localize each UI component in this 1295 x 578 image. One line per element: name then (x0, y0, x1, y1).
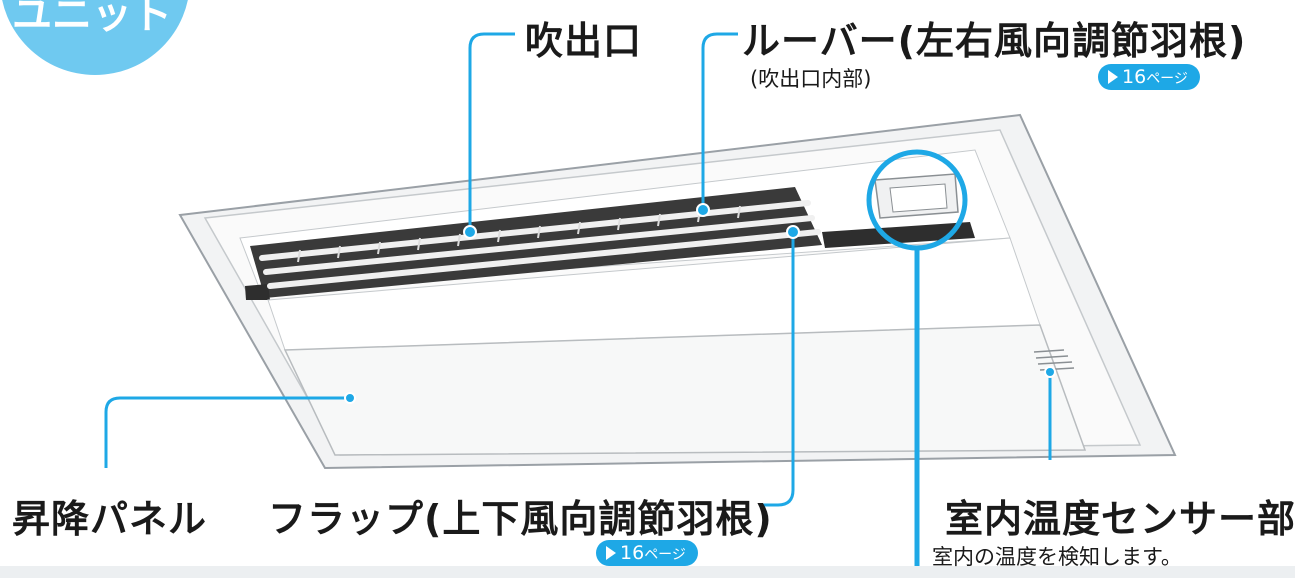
side-dark-strip (822, 222, 975, 248)
play-icon (1108, 70, 1118, 84)
section-title: ユニット (12, 0, 172, 38)
label-flap: フラップ(上下風向調節羽根) (268, 497, 773, 541)
louver-slats (259, 200, 821, 289)
leader-lines (104, 32, 1052, 578)
page-ref-louver-suffix: ページ (1146, 71, 1188, 87)
label-sensor: 室内温度センサー部 (945, 497, 1295, 541)
bottom-band (0, 566, 1295, 578)
page-ref-flap-num: 16 (620, 542, 645, 564)
section-tab-circle (2, 0, 188, 75)
page-ref-flap-suffix: ページ (644, 547, 686, 563)
page-ref-louver[interactable]: 16ページ (1098, 64, 1200, 90)
leader-dots (344, 203, 1056, 404)
page-ref-flap[interactable]: 16ページ (596, 540, 698, 566)
louver-vanes (297, 205, 741, 263)
label-louver: ルーバー(左右風向調節羽根) (742, 19, 1247, 63)
play-icon (606, 546, 616, 560)
label-louver-note: (吹出口内部) (750, 67, 872, 91)
left-dark-strip (245, 284, 270, 300)
label-panel: 昇降パネル (12, 497, 208, 541)
label-sensor-note: 室内の温度を検知します。 (932, 545, 1182, 569)
label-outlet: 吹出口 (525, 19, 643, 63)
page-ref-louver-num: 16 (1122, 66, 1147, 88)
receiver-window (874, 173, 959, 219)
lift-panel (283, 324, 1087, 456)
